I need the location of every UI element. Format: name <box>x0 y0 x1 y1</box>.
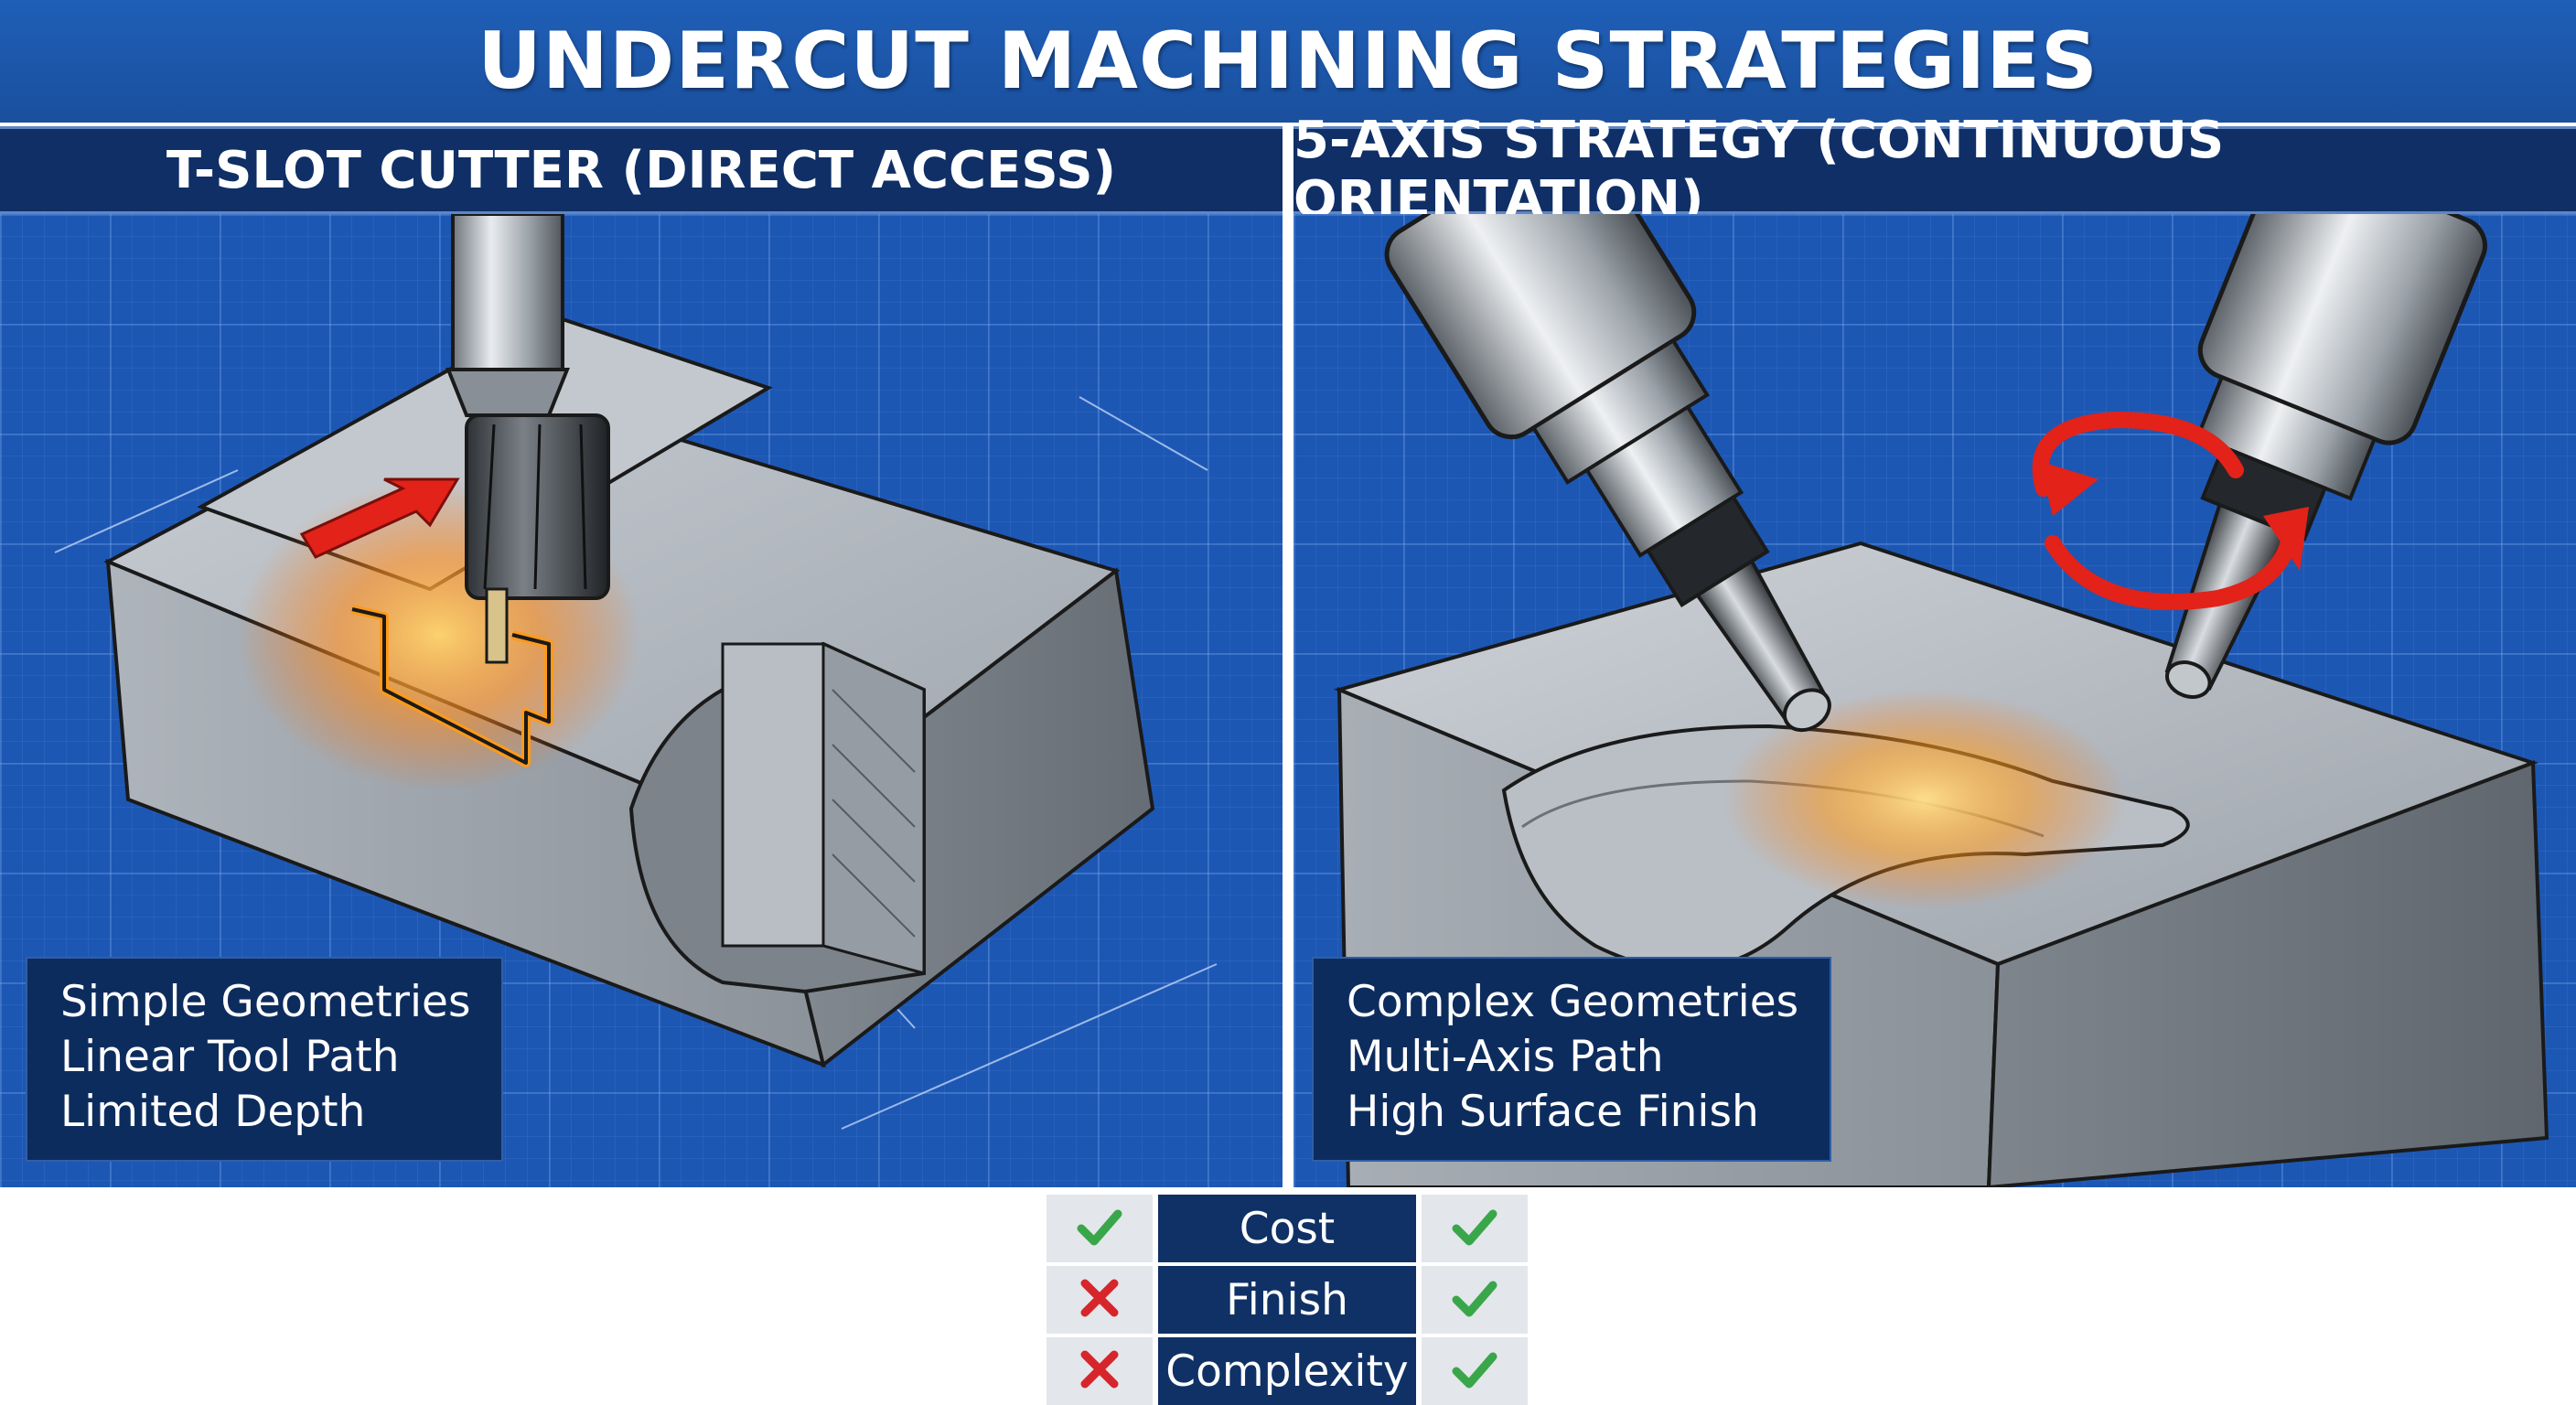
page-title: UNDERCUT MACHINING STRATEGIES <box>478 16 2098 107</box>
panel-divider <box>1283 126 1293 1187</box>
complexity-right-mark <box>1422 1337 1528 1405</box>
right-panel-title: 5-AXIS STRATEGY (CONTINUOUS ORIENTATION) <box>1293 111 2225 230</box>
rotation-arrow-icon <box>2032 411 2309 610</box>
left-feature-box: Simple Geometries Linear Tool Path Limit… <box>26 957 504 1162</box>
left-feature-3: Limited Depth <box>60 1087 366 1137</box>
t-slot-illustration <box>54 214 1218 1130</box>
left-feature-1: Simple Geometries <box>60 977 471 1027</box>
right-feature-1: Complex Geometries <box>1347 977 1799 1027</box>
complexity-left-mark <box>1046 1337 1153 1405</box>
check-icon <box>1451 1274 1498 1326</box>
cross-icon <box>1076 1346 1123 1398</box>
check-icon <box>1076 1203 1123 1255</box>
cost-left-mark <box>1046 1195 1153 1262</box>
comparison-label-complexity: Complexity <box>1158 1337 1416 1405</box>
feed-direction-arrow-icon <box>299 477 460 559</box>
five-axis-illustration <box>1333 214 2549 1187</box>
cost-right-mark <box>1422 1195 1528 1262</box>
title-bar: UNDERCUT MACHINING STRATEGIES <box>0 0 2576 123</box>
comparison-row-cost: Cost <box>1046 1195 1528 1262</box>
right-panel: Complex Geometries Multi-Axis Path High … <box>1293 214 2576 1187</box>
comparison-label-finish: Finish <box>1158 1266 1416 1334</box>
check-icon <box>1451 1346 1498 1398</box>
finish-left-mark <box>1046 1266 1153 1334</box>
right-panel-header: 5-AXIS STRATEGY (CONTINUOUS ORIENTATION) <box>1293 111 2576 230</box>
right-feature-box: Complex Geometries Multi-Axis Path High … <box>1312 957 1832 1162</box>
comparison-label-cost: Cost <box>1158 1195 1416 1262</box>
check-icon <box>1451 1203 1498 1255</box>
left-feature-2: Linear Tool Path <box>60 1032 400 1082</box>
comparison-row-complexity: Complexity <box>1046 1337 1528 1405</box>
right-feature-2: Multi-Axis Path <box>1347 1032 1664 1082</box>
left-panel: Simple Geometries Linear Tool Path Limit… <box>0 214 1283 1187</box>
left-panel-header: T-SLOT CUTTER (DIRECT ACCESS) <box>0 126 1283 214</box>
right-feature-3: High Surface Finish <box>1347 1087 1759 1137</box>
comparison-row-finish: Finish <box>1046 1266 1528 1334</box>
header-rule <box>0 123 2576 126</box>
finish-right-mark <box>1422 1266 1528 1334</box>
left-panel-title: T-SLOT CUTTER (DIRECT ACCESS) <box>166 140 1117 200</box>
cross-icon <box>1076 1274 1123 1326</box>
